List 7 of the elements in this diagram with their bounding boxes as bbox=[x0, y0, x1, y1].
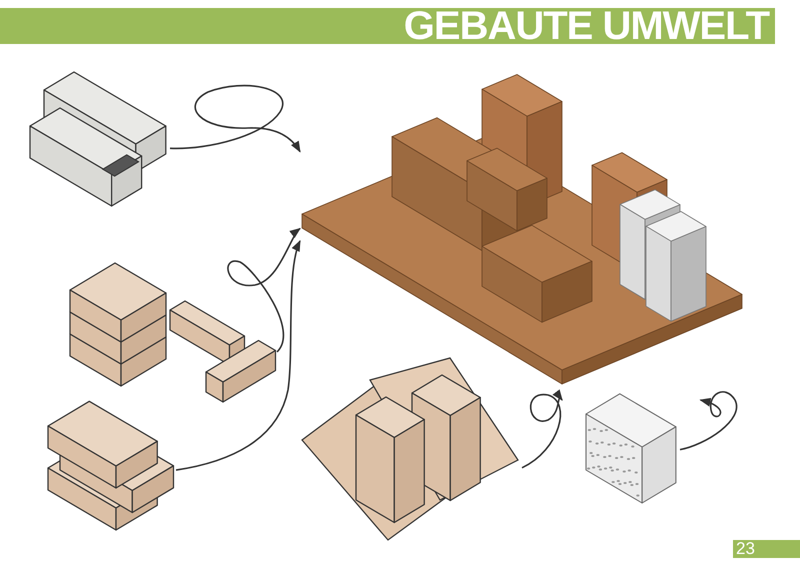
title-banner: GEBAUTE UMWELT bbox=[0, 8, 775, 44]
curved-arrow bbox=[176, 240, 301, 471]
curved-arrow bbox=[522, 390, 563, 468]
curved-arrow bbox=[680, 391, 738, 450]
curved-arrow bbox=[227, 228, 301, 352]
page-number: 23 bbox=[733, 540, 800, 558]
curved-arrow bbox=[170, 84, 301, 153]
